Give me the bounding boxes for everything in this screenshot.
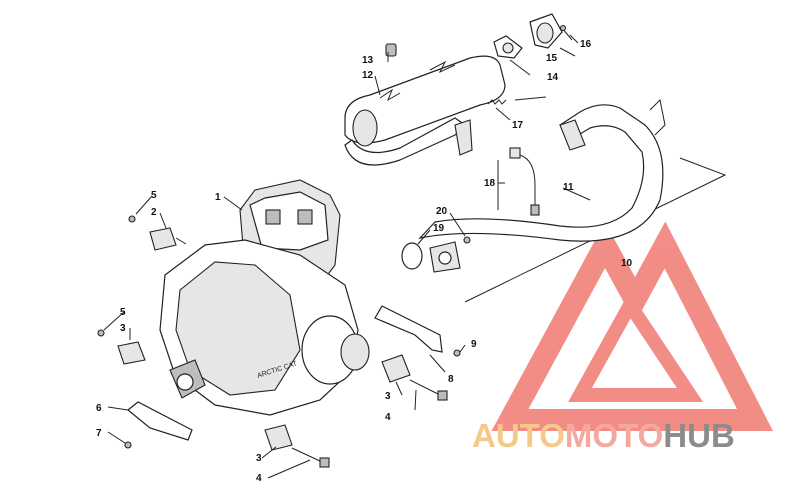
callout-19: 19 — [433, 223, 445, 234]
watermark-logo — [491, 221, 774, 431]
bracket-part-6 — [127, 401, 193, 441]
callout-2: 2 — [151, 207, 157, 218]
washer-part-5-top — [128, 215, 136, 223]
bolt-part-4-bottom — [291, 447, 330, 468]
callout-8: 8 — [448, 374, 454, 385]
callout-9: 9 — [471, 339, 477, 350]
callout-5-left: 5 — [120, 307, 126, 318]
leader-lines — [103, 34, 591, 479]
callout-5-top: 5 — [151, 190, 157, 201]
callout-labels: 1 2 5 5 3 6 7 3 4 3 4 8 9 10 11 12 13 14… — [96, 39, 633, 484]
callout-1: 1 — [215, 192, 221, 203]
callout-3-bottom: 3 — [256, 453, 262, 464]
bolt-part-7 — [124, 441, 132, 449]
bracket-part-8 — [374, 305, 443, 353]
callout-17: 17 — [512, 120, 524, 131]
gasket-ring-part-19 — [401, 242, 423, 270]
watermark-text: AUTOMOTOHUB — [472, 417, 735, 454]
callout-7: 7 — [96, 428, 102, 439]
callout-3-right: 3 — [385, 391, 391, 402]
callout-6: 6 — [96, 403, 102, 414]
oxygen-sensor-part-18 — [509, 147, 540, 216]
callout-11: 11 — [563, 182, 574, 193]
callout-20: 20 — [436, 206, 448, 217]
nut-part-20 — [463, 236, 471, 244]
callout-10: 10 — [621, 258, 633, 269]
mount-bushing-part-2 — [149, 227, 187, 251]
mount-bushing-part-3-left — [117, 341, 146, 365]
callout-13: 13 — [362, 55, 374, 66]
washer-part-5-left — [97, 329, 105, 337]
callout-18: 18 — [484, 178, 496, 189]
mount-bushing-part-3-right — [381, 354, 411, 383]
exhaust-group-frame — [464, 157, 727, 303]
callout-14: 14 — [547, 72, 559, 83]
muffler — [344, 55, 506, 166]
callout-4-bottom: 4 — [256, 473, 262, 484]
callout-3-left: 3 — [120, 323, 126, 334]
callout-15: 15 — [546, 53, 558, 64]
nut-part-9 — [453, 349, 461, 357]
header-pipe-part-11 — [418, 98, 666, 242]
bolt-part-4-right — [409, 379, 448, 401]
engine-part-1: ARCTIC CAT — [159, 179, 370, 416]
callout-16: 16 — [580, 39, 592, 50]
callout-12: 12 — [362, 70, 374, 81]
mount-bushing-part-3-bottom — [264, 424, 293, 451]
callout-4-right: 4 — [385, 412, 391, 423]
spring-part-17 — [487, 99, 507, 105]
